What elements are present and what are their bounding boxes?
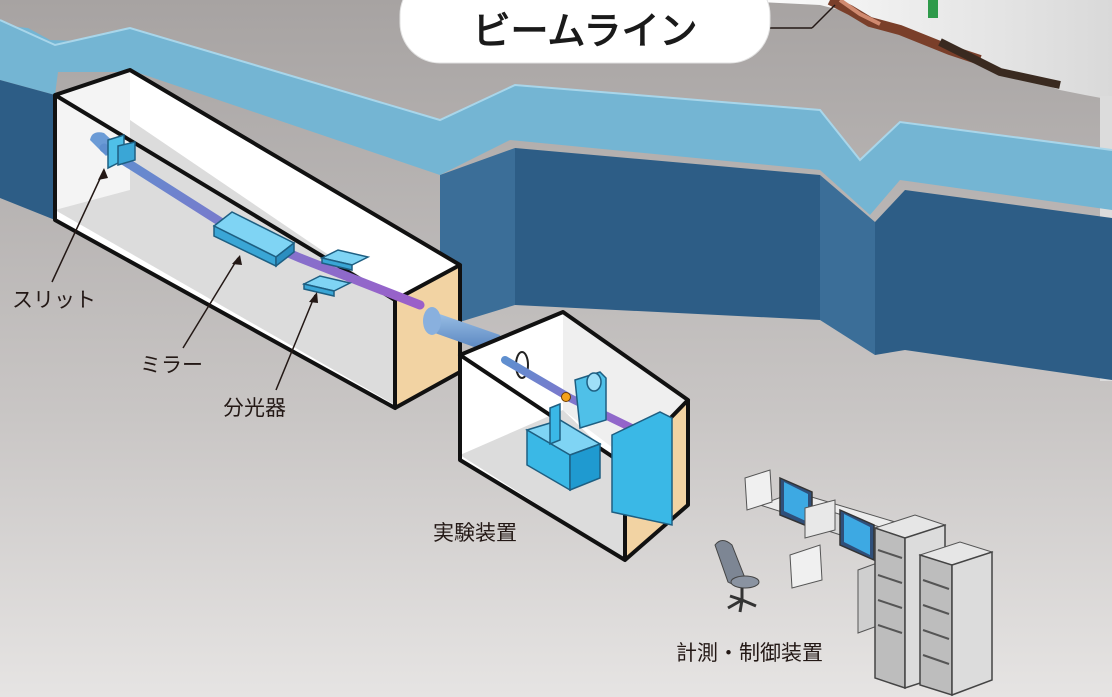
experiment-apparatus [525,371,673,526]
mirror-label: ミラー [140,353,203,377]
monochromator-label: 分光器 [223,396,286,420]
slit-label: スリット [12,288,96,312]
mirror-component [212,211,296,268]
experiment-label: 実験装置 [433,521,517,545]
title-text: ビームライン [473,9,698,53]
control-station [714,469,907,634]
title-badge: ビームライン [399,0,771,64]
slit-component [107,133,136,170]
control-label: 計測・制御装置 [676,641,823,665]
server-racks [873,514,994,697]
leader-lines [51,4,836,391]
monochromator-component [301,249,371,297]
